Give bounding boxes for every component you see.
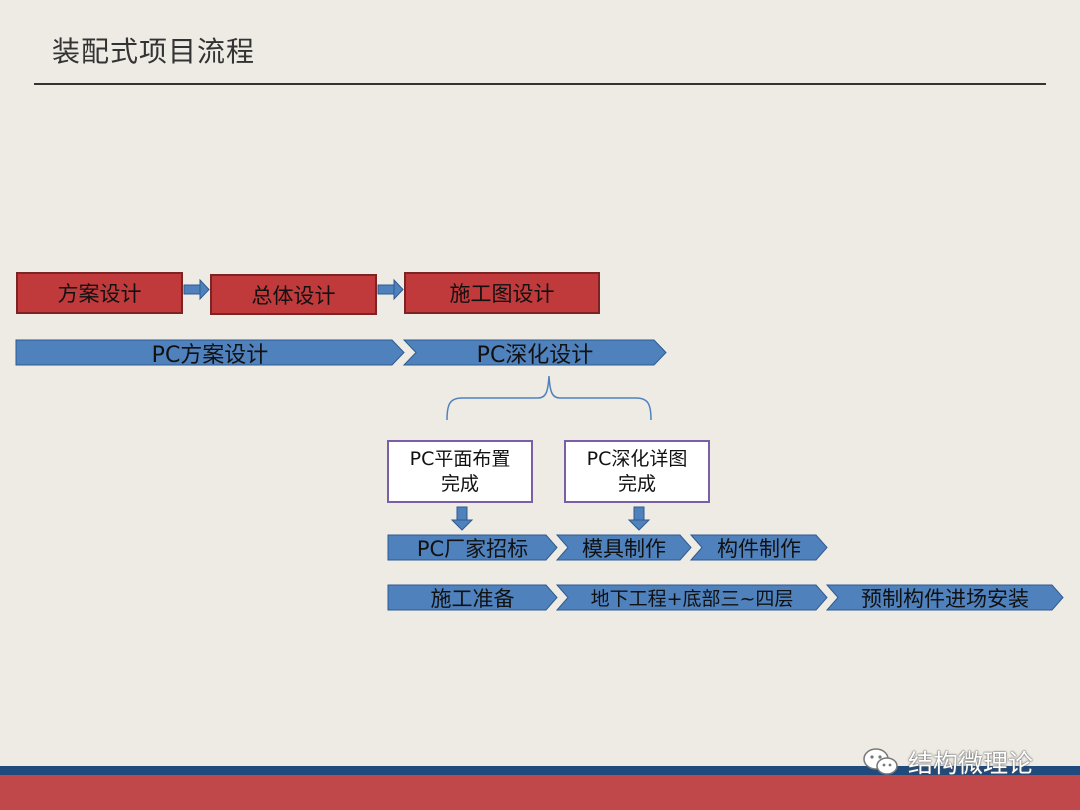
- title-divider: [34, 83, 1046, 85]
- down-arrow-icon: [450, 506, 474, 531]
- chevron-label: PC深化设计: [476, 342, 594, 368]
- stage-label: 总体设计: [251, 283, 336, 308]
- chevron-label: 模具制作: [582, 536, 666, 561]
- page-title: 装配式项目流程: [52, 35, 256, 68]
- chevron-underground-works: [555, 584, 828, 611]
- stage-label: 方案设计: [57, 282, 142, 306]
- chevron-construction-prep: [387, 584, 558, 611]
- stage-box-construction-drawing: 施工图设计: [404, 272, 600, 314]
- chevron-label: 地下工程+底部三~四层: [590, 588, 794, 610]
- chevron-mold-making: [555, 534, 692, 561]
- chevron-label: PC厂家招标: [416, 536, 529, 561]
- chevron-label: PC方案设计: [151, 342, 269, 368]
- right-arrow-icon: [377, 278, 404, 301]
- milestone-box-pc-detail-drawing: PC深化详图 完成: [564, 440, 710, 503]
- chevron-label: 构件制作: [717, 536, 801, 561]
- footer-bar-red: [0, 775, 1080, 810]
- footer-bar-blue: [0, 766, 1080, 775]
- stage-box-scheme-design: 方案设计: [16, 272, 183, 314]
- stage-box-overall-design: 总体设计: [210, 274, 377, 315]
- chevron-label: 施工准备: [430, 586, 515, 611]
- chevron-pc-scheme-design: [15, 339, 405, 366]
- milestone-line: 完成: [617, 472, 656, 495]
- chevron-prefab-install: [825, 584, 1064, 611]
- milestone-line: 完成: [440, 472, 479, 495]
- chevron-label: 预制构件进场安装: [861, 586, 1029, 611]
- down-arrow-icon: [627, 506, 651, 531]
- brace-icon: [446, 375, 652, 421]
- right-arrow-icon: [183, 278, 210, 301]
- milestone-box-pc-layout: PC平面布置 完成: [387, 440, 533, 503]
- chevron-component-making: [689, 534, 828, 561]
- stage-label: 施工图设计: [449, 282, 555, 306]
- chevron-pc-tender: [387, 534, 558, 561]
- watermark-text: 结构微理论: [908, 749, 1034, 778]
- milestone-line: PC深化详图: [586, 447, 688, 470]
- watermark: 结构微理论: [862, 745, 1033, 779]
- wechat-icon: [863, 748, 898, 775]
- chevron-pc-detailed-design: [402, 339, 667, 366]
- milestone-line: PC平面布置: [409, 447, 511, 470]
